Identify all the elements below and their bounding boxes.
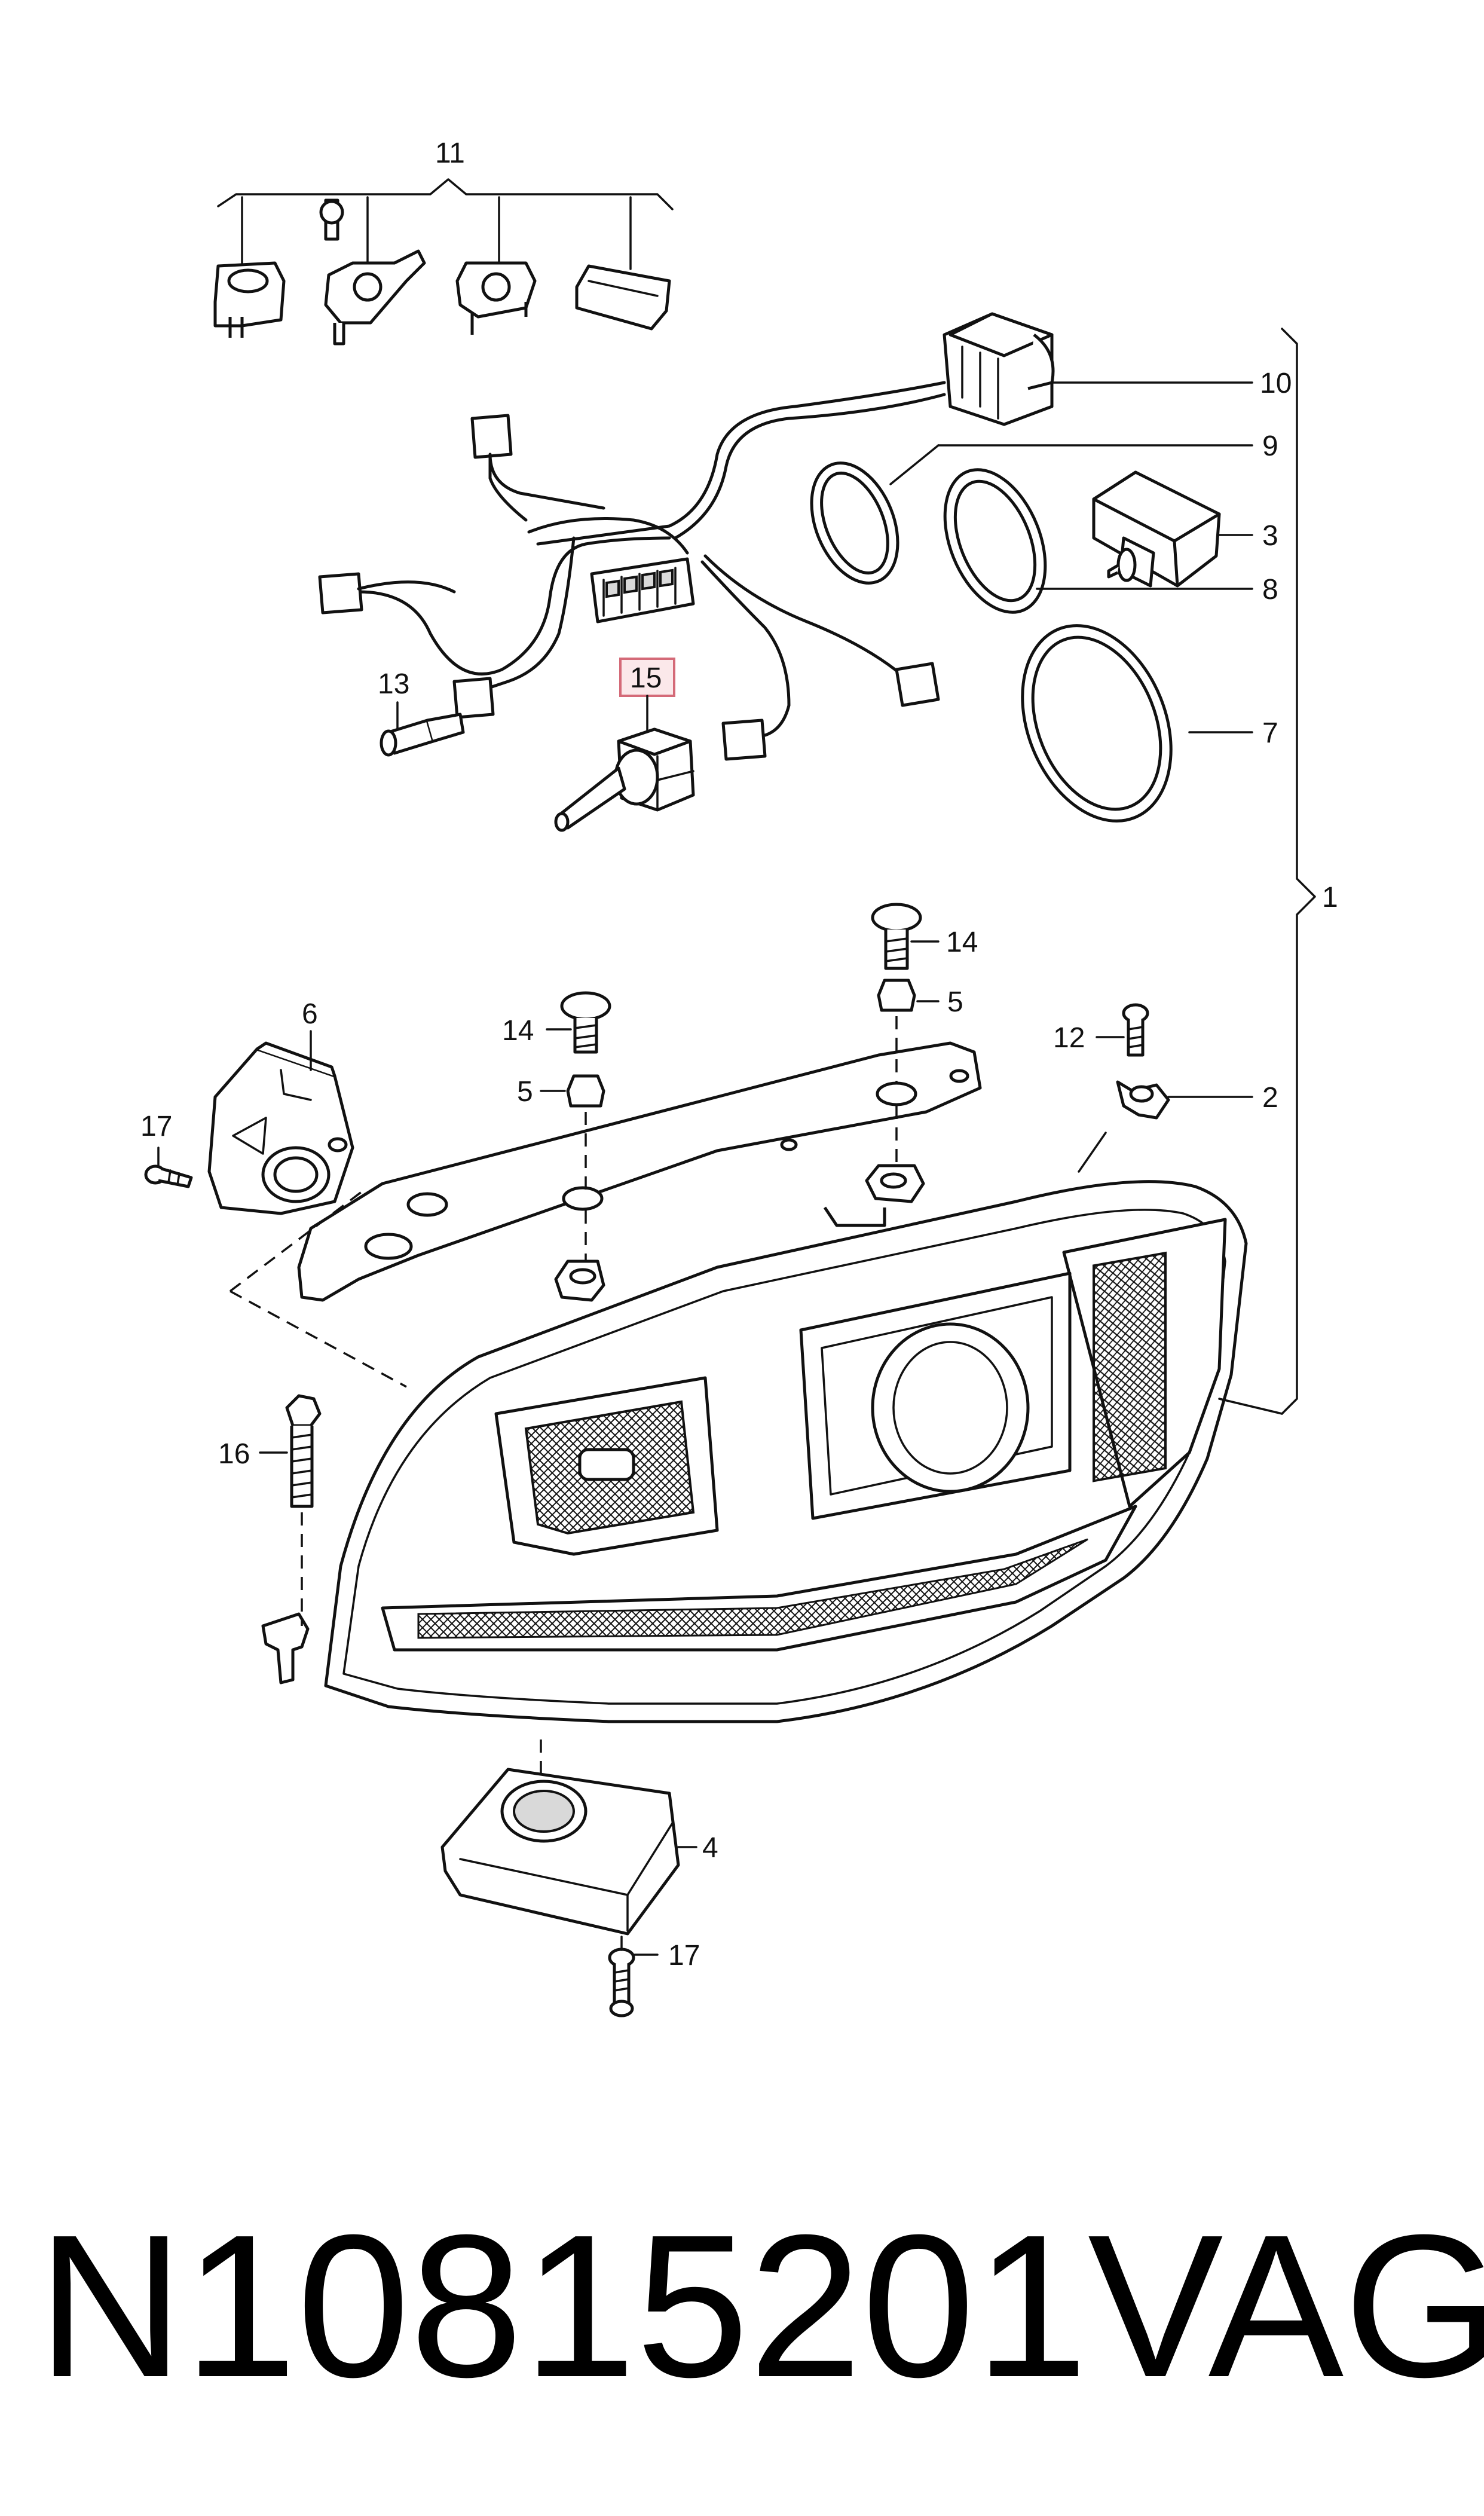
callout-15: 15	[630, 662, 662, 694]
callout-4: 4	[702, 1832, 718, 1864]
callout-5-right: 5	[947, 986, 963, 1018]
dashed-leaders-left	[229, 1188, 407, 1388]
seal-ring-9: 9	[810, 430, 1278, 585]
plug-5-right: 5	[877, 979, 963, 1018]
callout-14-left: 14	[502, 1015, 534, 1047]
brand-name: VAG	[1088, 2193, 1484, 2420]
mounting-plate	[297, 1016, 982, 1302]
bolt-16: 16	[218, 1394, 322, 1626]
callout-10: 10	[1260, 368, 1292, 399]
screw-17-bottom: 17	[608, 1936, 700, 2017]
screw-14-right: 14	[871, 903, 978, 970]
wiring-harness	[318, 381, 946, 761]
callout-1: 1	[1322, 882, 1338, 913]
assembly-bracket-1: 1	[1281, 328, 1338, 1415]
callout-15-highlight	[619, 658, 675, 697]
screw-17-left: 17	[140, 1111, 193, 1188]
callout-2: 2	[1262, 1082, 1278, 1114]
callout-16: 16	[218, 1438, 250, 1470]
part-number: N10815201	[37, 2193, 1088, 2420]
callout-6: 6	[302, 998, 318, 1030]
adjuster-motor-3: 3	[1092, 470, 1278, 588]
bulb-15: 15	[554, 658, 695, 832]
bracket-6: 6	[207, 998, 354, 1215]
projector-lens	[871, 1322, 1030, 1493]
connector-10: 10	[943, 312, 1292, 426]
callout-12: 12	[1053, 1022, 1085, 1054]
center-emblem-slot	[578, 1448, 635, 1481]
callout-13: 13	[378, 668, 409, 700]
bulb-13: 13	[378, 668, 465, 757]
bracket-a-icon	[213, 261, 286, 338]
callout-14-right: 14	[946, 927, 978, 958]
callout-5-left: 5	[517, 1076, 533, 1108]
callout-3: 3	[1262, 520, 1278, 552]
callout-7: 7	[1262, 717, 1278, 749]
bracket-b-icon	[319, 198, 426, 346]
right-grille	[1093, 1251, 1167, 1482]
callout-17-left: 17	[140, 1111, 172, 1142]
bracket-c-icon	[455, 261, 537, 335]
callout-9: 9	[1262, 430, 1278, 462]
callout-11: 11	[435, 137, 465, 169]
brackets-group: 11	[213, 137, 674, 346]
headlight-housing	[261, 1164, 1283, 1723]
callout-17-bottom: 17	[668, 1940, 700, 1971]
bracket-d-icon	[575, 264, 671, 331]
seal-ring-7: 7	[1021, 624, 1278, 823]
seal-ring-8: 8	[943, 468, 1278, 614]
plug-5-left: 5	[517, 1074, 605, 1108]
screw-12: 12	[1053, 1003, 1149, 1057]
control-unit-4: 4	[440, 1740, 718, 1936]
clip-2: 2	[1078, 1080, 1278, 1173]
callout-8: 8	[1262, 574, 1278, 606]
screw-14-left: 14	[502, 991, 611, 1054]
